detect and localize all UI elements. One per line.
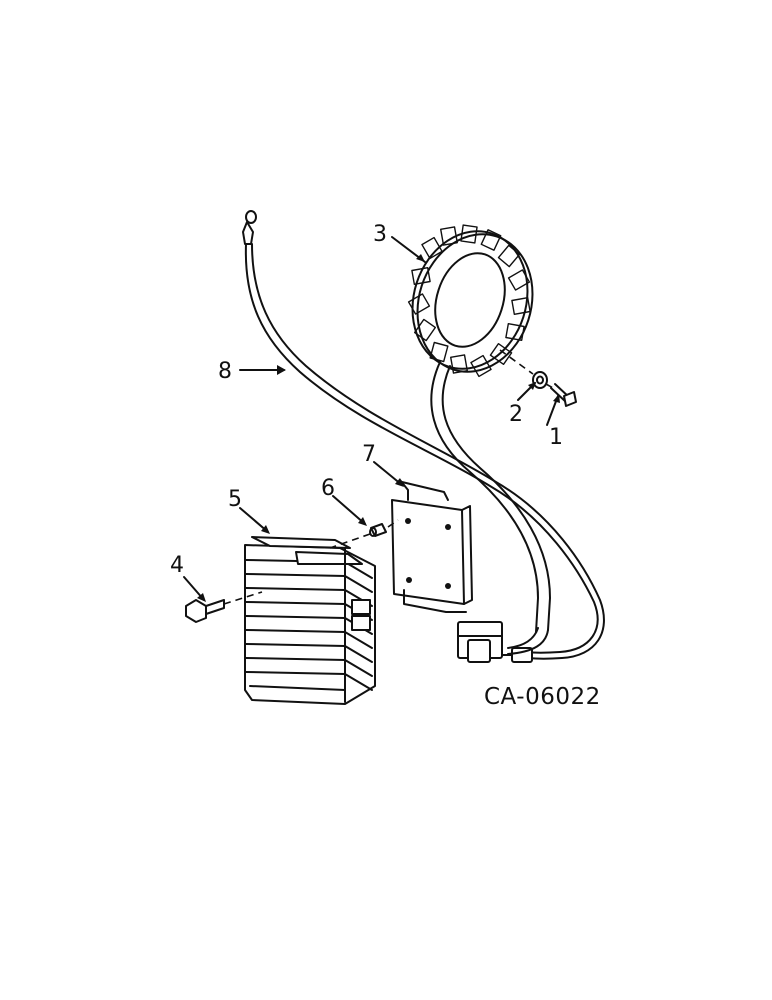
lock-washer [532,371,548,389]
callout-2: 2 [509,402,523,427]
bolt [185,591,263,623]
callout-5: 5 [228,487,242,512]
callout-4: 4 [170,553,184,578]
callout-6: 6 [321,476,335,501]
heat-sink [244,536,376,705]
callout-3: 3 [373,222,387,247]
stator [407,224,551,655]
callout-8: 8 [218,359,232,384]
connector-plug [457,621,503,663]
leader-lines [183,236,560,602]
mounting-bracket [391,479,473,613]
pin [329,519,399,549]
callout-7: 7 [362,442,376,467]
drawing-code: CA-06022 [484,684,601,710]
callout-1: 1 [549,425,563,450]
